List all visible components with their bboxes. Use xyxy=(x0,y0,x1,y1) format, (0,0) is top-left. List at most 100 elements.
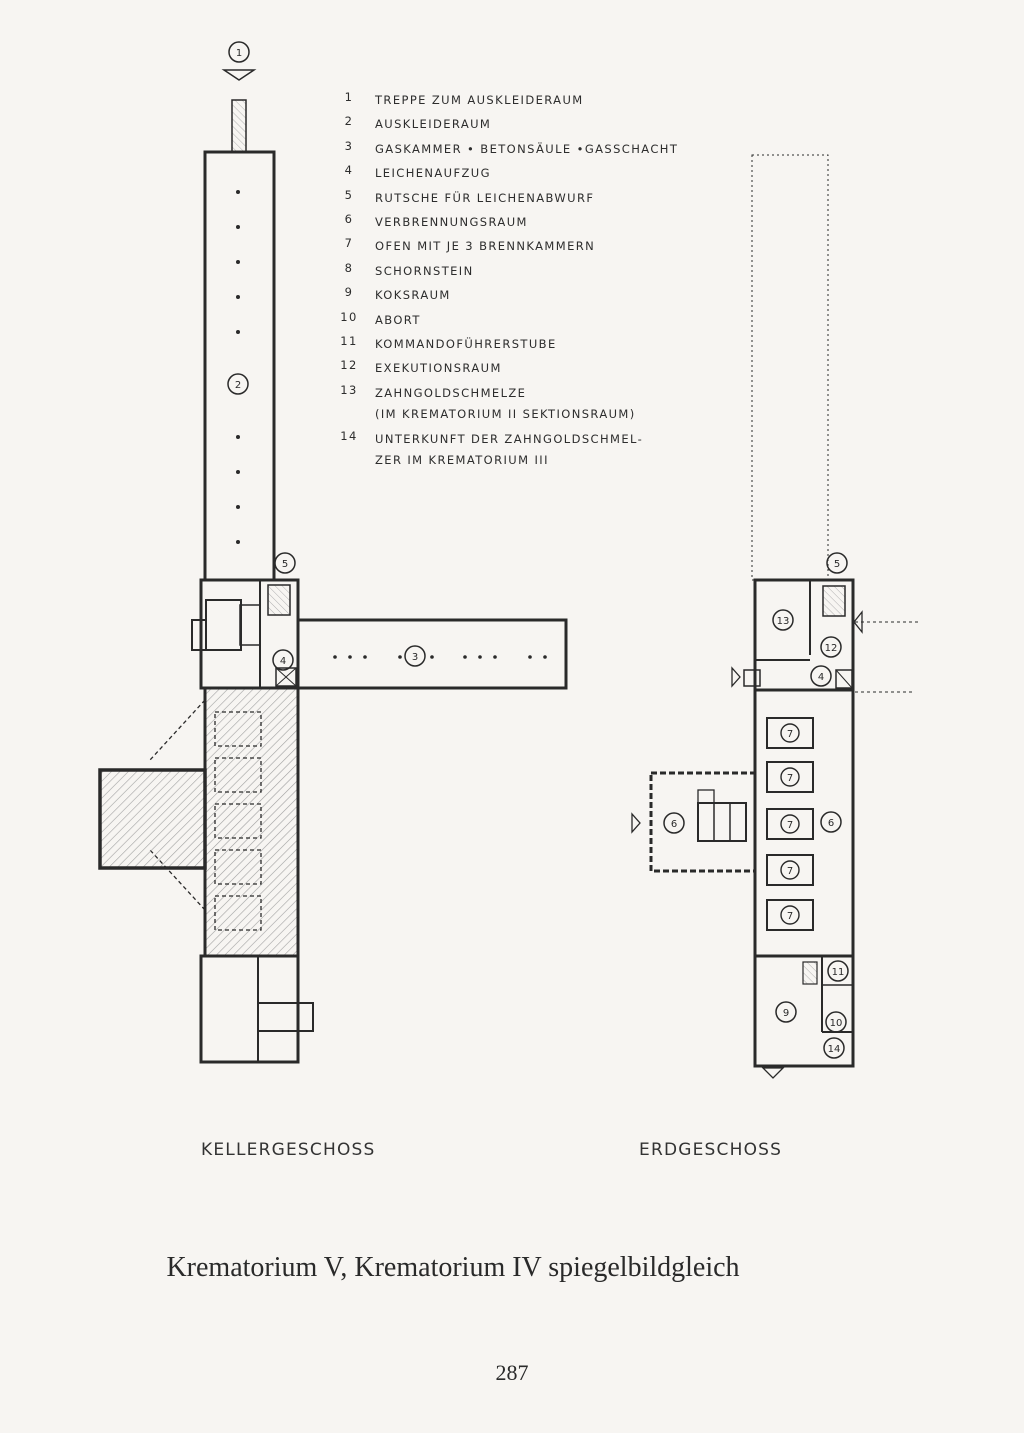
legend-item: 13 ZAHNGOLDSCHMELZE (IM KREMATORIUM II S… xyxy=(338,383,758,429)
marker-gold-worker-quarters xyxy=(823,1037,845,1059)
oven-2 xyxy=(766,761,814,793)
basement-floor-label: KELLERGESCHOSS xyxy=(201,1140,376,1160)
legend-text: ZAHNGOLDSCHMELZE (IM KREMATORIUM II SEKT… xyxy=(375,383,636,425)
marker-label: 1 xyxy=(236,48,242,59)
marker-oven-1 xyxy=(780,723,800,743)
lift-shaft-basement xyxy=(275,667,297,687)
marker-label: 5 xyxy=(834,559,840,570)
legend-text: VERBRENNUNGSRAUM xyxy=(375,214,528,229)
legend-number: 6 xyxy=(344,211,354,226)
marker-coke-room xyxy=(775,1001,797,1023)
page-number: 287 xyxy=(495,1360,529,1385)
marker-label: 7 xyxy=(787,773,793,784)
marker-label: 7 xyxy=(787,729,793,740)
lower-rooms xyxy=(753,954,855,1068)
legend-text: KOKSRAUM xyxy=(375,288,451,303)
legend-text: AUSKLEIDERAUM xyxy=(375,117,492,132)
marker-label: 10 xyxy=(830,1018,843,1029)
oven-4 xyxy=(766,854,814,886)
oven-3 xyxy=(766,808,814,840)
legend-number: 12 xyxy=(340,358,358,373)
legend-text-line: (IM KREMATORIUM II SEKTIONSRAUM) xyxy=(375,406,636,421)
marker-undressing xyxy=(227,373,249,395)
legend-number: 3 xyxy=(344,138,354,153)
legend-text: ABORT xyxy=(375,312,421,327)
chimney-block xyxy=(98,768,207,870)
marker-toilet xyxy=(825,1011,847,1033)
legend-text-line: ZAHNGOLDSCHMELZE xyxy=(375,385,527,400)
marker-commander-room xyxy=(827,960,849,982)
marker-label: 2 xyxy=(235,380,241,391)
legend-number: 14 xyxy=(340,428,358,443)
legend-number: 5 xyxy=(344,187,354,202)
marker-oven-2 xyxy=(780,767,800,787)
legend-number: 9 xyxy=(344,285,354,300)
marker-chute-basement xyxy=(274,552,296,574)
gas-chamber xyxy=(296,618,568,690)
stairway xyxy=(231,99,247,153)
incineration-hall xyxy=(753,688,855,958)
marker-label: 6 xyxy=(671,819,677,830)
marker-label: 6 xyxy=(828,818,834,829)
marker-oven-4 xyxy=(780,860,800,880)
legend-item: 7 OFEN MIT JE 3 BRENNKAMMERN xyxy=(338,236,758,260)
chute-basement xyxy=(267,584,291,616)
marker-label: 4 xyxy=(280,656,286,667)
marker-label: 7 xyxy=(787,866,793,877)
marker-label: 13 xyxy=(777,616,790,627)
ground-floor-label: ERDGESCHOSS xyxy=(639,1140,783,1160)
figure-caption: Krematorium V, Krematorium IV spiegelbil… xyxy=(166,1252,740,1283)
legend-number: 11 xyxy=(340,333,358,348)
legend-item: 11 KOMMANDOFÜHRERSTUBE xyxy=(338,334,758,358)
stair-marker xyxy=(228,41,250,63)
legend-item: 9 KOKSRAUM xyxy=(338,285,758,309)
marker-incineration-wing xyxy=(663,812,685,834)
legend-item: 2 AUSKLEIDERAUM xyxy=(338,114,758,138)
legend-text: KOMMANDOFÜHRERSTUBE xyxy=(375,336,557,351)
marker-execution xyxy=(820,636,842,658)
marker-label: 3 xyxy=(412,652,418,663)
marker-oven-5 xyxy=(780,905,800,925)
ground-floor-plan xyxy=(631,154,920,1079)
legend-text: LEICHENAUFZUG xyxy=(375,166,491,181)
legend-item: 3 GASKAMMER • BETONSÄULE •GASSCHACHT xyxy=(338,139,758,163)
legend-item: 14 UNTERKUNFT DER ZAHNGOLDSCHMEL- ZER IM… xyxy=(338,429,758,475)
side-wing xyxy=(649,771,757,873)
marker-label: 5 xyxy=(282,559,288,570)
legend-text: UNTERKUNFT DER ZAHNGOLDSCHMEL- ZER IM KR… xyxy=(375,429,643,471)
basement-lower-rooms xyxy=(199,954,300,1064)
dashed-undressing-outline xyxy=(751,154,829,581)
legend-number: 10 xyxy=(340,309,358,324)
legend-text: EXEKUTIONSRAUM xyxy=(375,361,502,376)
legend-text: RUTSCHE FÜR LEICHENABWURF xyxy=(375,190,595,205)
legend-number: 2 xyxy=(344,114,354,129)
marker-label: 4 xyxy=(818,672,824,683)
legend-item: 8 SCHORNSTEIN xyxy=(338,261,758,285)
legend-item: 12 EXEKUTIONSRAUM xyxy=(338,358,758,382)
marker-label: 7 xyxy=(787,911,793,922)
legend-number: 4 xyxy=(344,163,354,178)
oven-5 xyxy=(766,899,814,931)
legend-number: 8 xyxy=(344,260,354,275)
legend-number: 1 xyxy=(344,90,354,104)
marker-label: 9 xyxy=(783,1008,789,1019)
legend-text: SCHORNSTEIN xyxy=(375,263,474,278)
legend-text-line: UNTERKUNFT DER ZAHNGOLDSCHMEL- xyxy=(375,431,644,446)
marker-incineration-main xyxy=(820,811,842,833)
chute-ground xyxy=(822,585,846,617)
marker-chute-ground xyxy=(826,552,848,574)
marker-lift-ground xyxy=(810,665,832,687)
legend-number: 13 xyxy=(340,382,358,397)
lift-shaft-ground xyxy=(835,669,853,689)
legend-text-line: ZER IM KREMATORIUM III xyxy=(375,452,549,467)
marker-label: 12 xyxy=(825,643,838,654)
marker-lift-basement xyxy=(272,649,294,671)
marker-gas-chamber xyxy=(404,645,426,667)
entry-arrow-icon xyxy=(221,69,257,81)
legend-item: 10 ABORT xyxy=(338,310,758,334)
marker-oven-3 xyxy=(780,814,800,834)
marker-gold-smelting xyxy=(772,609,794,631)
oven-1 xyxy=(766,717,814,749)
marker-label: 14 xyxy=(828,1044,841,1055)
